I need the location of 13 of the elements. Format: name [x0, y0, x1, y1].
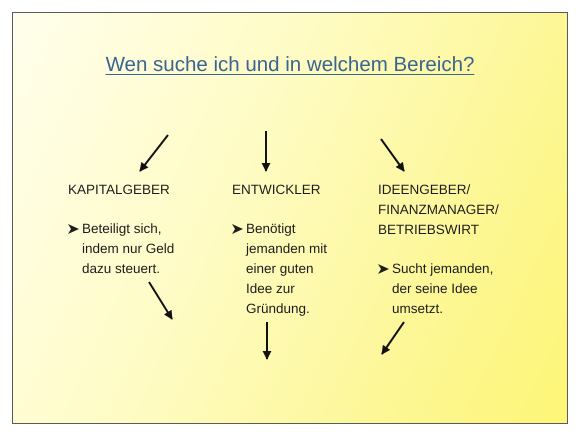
arrow [262, 131, 270, 172]
arrow [148, 281, 173, 320]
title: Wen suche ich und in welchem Bereich? [106, 52, 474, 78]
column-text: Benötigt jemanden mit einer guten Idee zur Gründung. [246, 220, 328, 318]
column-text: Sucht jemanden, der seine Idee umsetzt. [392, 260, 494, 318]
arrow [139, 134, 169, 172]
column-heading: KAPITALGEBER [68, 181, 170, 199]
column-heading: ENTWICKLER [232, 181, 321, 199]
arrow [380, 138, 405, 172]
arrow [381, 321, 405, 355]
column-text: Beteiligt sich, indem nur Geld dazu steuert. [82, 220, 176, 278]
column-heading: IDEENGEBER/ FINANZMANAGER/ BETRIEBSWIRT [378, 181, 500, 239]
arrow [262, 322, 272, 360]
